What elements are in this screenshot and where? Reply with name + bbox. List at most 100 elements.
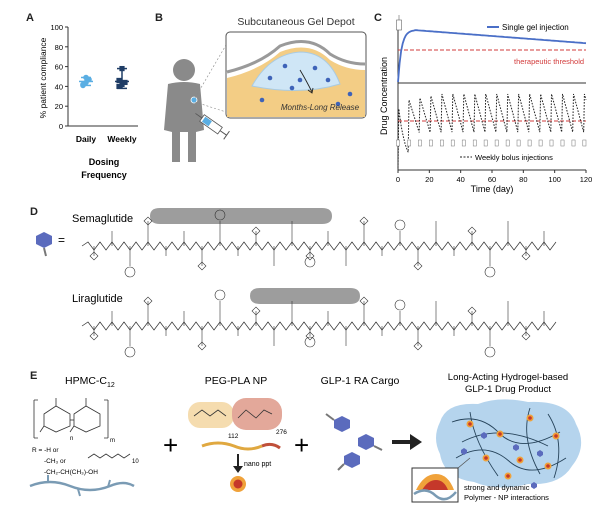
a-xlabel-line1: Dosing bbox=[89, 157, 120, 167]
threshold-label: therapeutic threshold bbox=[514, 57, 584, 66]
a-cat-daily: Daily bbox=[76, 134, 97, 144]
bolus-syringe-icon bbox=[571, 139, 576, 147]
a-ytick-label: 100 bbox=[50, 23, 63, 32]
panel-b-label: B bbox=[155, 12, 163, 24]
hpmc-r-alt2: -CH₂-CH(CH₃)-OH bbox=[44, 469, 98, 476]
peg-pla-title: PEG-PLA NP bbox=[205, 375, 267, 387]
bolus-syringe-icon bbox=[418, 139, 422, 147]
panel-e-label: E bbox=[30, 370, 38, 382]
nano-ppt-label: nano ppt bbox=[244, 461, 271, 468]
hpmc-title-sub: 12 bbox=[107, 382, 115, 389]
bolus-syringe-icon bbox=[549, 139, 554, 147]
a-point bbox=[119, 81, 125, 88]
hpmc-structure bbox=[33, 398, 109, 439]
liraglutide-structure bbox=[81, 289, 557, 358]
interaction-label-1: strong and dynamic bbox=[464, 483, 530, 492]
panel-c-label: C bbox=[374, 12, 382, 24]
a-ytick-label: 40 bbox=[55, 82, 63, 91]
bolus-syringe-icon bbox=[505, 139, 510, 147]
hpmc-sub-n: n bbox=[70, 436, 73, 442]
a-ylabel: % patient compliance bbox=[38, 37, 48, 118]
plus-sign-1: + bbox=[163, 430, 178, 460]
c-xtick-label: 120 bbox=[580, 175, 593, 184]
product-title-1: Long-Acting Hydrogel-based bbox=[448, 372, 568, 383]
plus-sign-2: + bbox=[294, 430, 309, 460]
hpmc-r-group: R = -H or bbox=[32, 447, 59, 454]
zoom-line-bottom bbox=[194, 101, 227, 113]
panel-d-label: D bbox=[30, 206, 38, 218]
a-point bbox=[116, 83, 122, 89]
hpmc-title: HPMC-C12 bbox=[65, 375, 115, 389]
glp1-cargo-icon bbox=[325, 413, 383, 471]
interaction-label-2: Polymer - NP interactions bbox=[464, 493, 549, 502]
bolus-syringe-icon bbox=[582, 139, 587, 147]
glp1-cargo-title: GLP-1 RA Cargo bbox=[321, 375, 400, 387]
panel-d: D = Semaglutide Liraglutide bbox=[0, 200, 600, 362]
c-xlabel: Time (day) bbox=[471, 184, 514, 194]
a-point bbox=[83, 74, 89, 81]
panel-a-label: A bbox=[26, 12, 34, 24]
a-ytick-label: 60 bbox=[55, 63, 63, 72]
panel-b: B bbox=[150, 0, 372, 200]
bolus-syringe-icon bbox=[407, 139, 411, 147]
bolus-syringe-icon bbox=[429, 139, 433, 147]
interaction-inset bbox=[411, 467, 459, 503]
a-ytick-label: 80 bbox=[55, 43, 63, 52]
hpmc-alkyl-chain bbox=[87, 453, 131, 459]
hpmc-title-base: HPMC-C bbox=[65, 375, 107, 387]
bolus-syringe-icon bbox=[483, 139, 488, 147]
panel-e: E HPMC-C12 n m R = -H or -CH₃ or -CH₂-CH… bbox=[0, 362, 600, 512]
a-point bbox=[116, 77, 122, 84]
syringe-icons-weekly bbox=[396, 139, 587, 147]
zoom-line-top bbox=[194, 44, 227, 99]
c-ylabel: Drug Concentration bbox=[379, 57, 389, 135]
c-xtick-label: 80 bbox=[519, 175, 527, 184]
a-cat-weekly: Weekly bbox=[107, 134, 136, 144]
pla-sub-276: 276 bbox=[276, 429, 287, 436]
hydrogel-nanoparticles bbox=[466, 414, 560, 480]
bolus-syringe-icon bbox=[472, 139, 477, 147]
bolus-syringe-icon bbox=[538, 139, 543, 147]
hpmc-sub-m: m bbox=[110, 438, 115, 444]
a-point bbox=[122, 79, 128, 86]
person-figure bbox=[164, 59, 204, 162]
inset-zoom-line bbox=[457, 457, 471, 469]
legend-bolus: Weekly bolus injections bbox=[475, 153, 553, 162]
gel-depot-title: Subcutaneous Gel Depot bbox=[237, 16, 354, 28]
panel-a: A 0 20 40 60 80 100 % patient compliance Dail… bbox=[0, 0, 150, 200]
a-ytick-label: 20 bbox=[55, 102, 63, 111]
a-ytick-label: 0 bbox=[59, 122, 63, 131]
product-title-2: GLP-1 Drug Product bbox=[465, 384, 551, 395]
hydrogel-cargo bbox=[461, 432, 543, 489]
c-xtick-label: 100 bbox=[548, 175, 561, 184]
semaglutide-structure bbox=[81, 209, 557, 278]
peg-pla-strand bbox=[201, 441, 263, 451]
release-label: Months-Long Release bbox=[281, 103, 360, 112]
syringe-icon-top bbox=[396, 15, 402, 31]
c-xtick-label: 40 bbox=[456, 175, 464, 184]
peptide-hexagon-icon bbox=[36, 232, 52, 248]
bolus-syringe-icon bbox=[396, 139, 400, 147]
bolus-syringe-icon bbox=[461, 139, 466, 147]
legend-gel: Single gel injection bbox=[502, 23, 569, 32]
c-xtick-label: 60 bbox=[488, 175, 496, 184]
bolus-syringe-icon bbox=[494, 139, 499, 147]
peg-sub-112: 112 bbox=[228, 433, 239, 440]
hpmc-sub-10: 10 bbox=[132, 459, 139, 465]
bolus-syringe-icon bbox=[516, 139, 521, 147]
semaglutide-fatty-chain bbox=[150, 208, 332, 224]
hpmc-polymer-strand bbox=[29, 480, 135, 492]
liraglutide-label: Liraglutide bbox=[72, 293, 123, 305]
hpmc-r-alt1: -CH₃ or bbox=[44, 458, 67, 465]
equals-sign: = bbox=[58, 233, 65, 247]
a-point bbox=[119, 65, 125, 72]
a-point bbox=[80, 81, 86, 88]
hexagon-tail bbox=[43, 247, 47, 257]
a-xlabel-line2: Frequency bbox=[81, 170, 127, 180]
single-gel-curve bbox=[397, 29, 587, 83]
bolus-syringe-icon bbox=[527, 139, 532, 147]
bolus-syringe-icon bbox=[450, 139, 455, 147]
